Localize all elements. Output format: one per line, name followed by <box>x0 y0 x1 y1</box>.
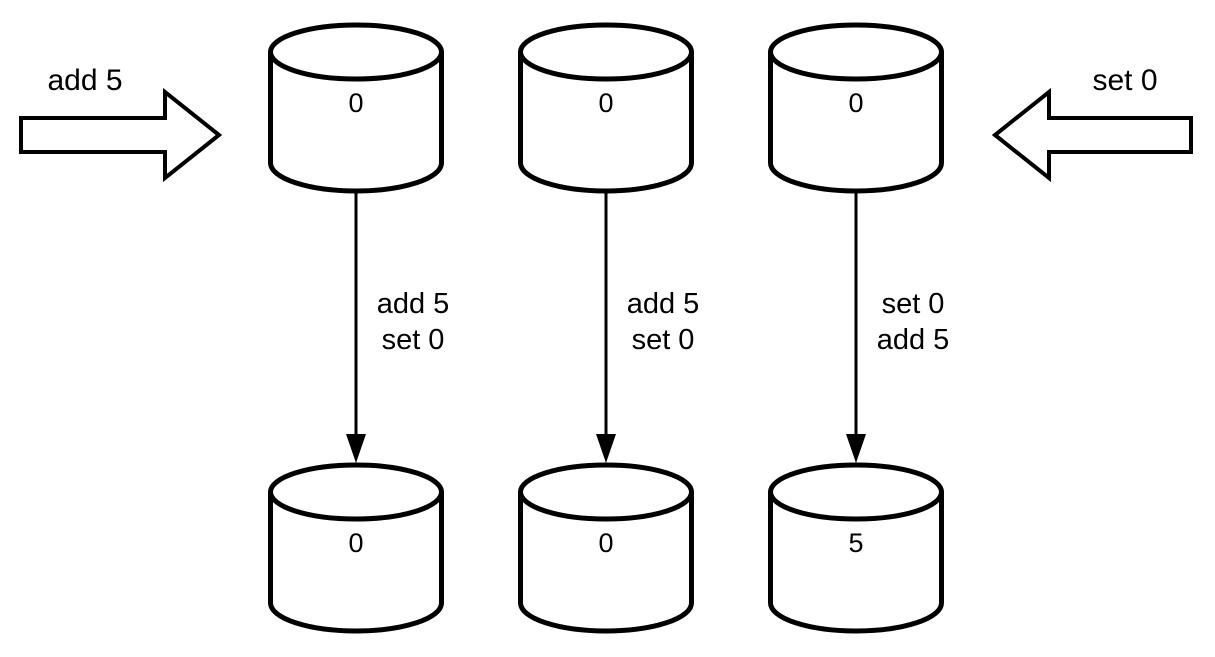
replica-2-top-cylinder: 0 <box>518 22 694 194</box>
replica-1-top-cylinder: 0 <box>268 22 444 194</box>
replica-3-group: 0 set 0 add 5 5 <box>768 22 950 634</box>
replica-3-op-1: set 0 <box>882 288 945 320</box>
cylinder-body <box>268 49 444 194</box>
cylinder-top-ellipse <box>768 462 944 522</box>
replica-3-connector <box>846 191 866 463</box>
right-operation-label: set 0 <box>1092 64 1157 97</box>
left-operation-label: add 5 <box>47 64 122 97</box>
cylinder-body <box>518 49 694 194</box>
cylinder-top-ellipse <box>518 462 694 522</box>
replica-2-op-1: add 5 <box>627 288 700 320</box>
replica-1-bottom-cylinder: 0 <box>268 462 444 634</box>
replica-1-edge-label-group: add 5 set 0 <box>377 288 450 356</box>
replica-1-top-value: 0 <box>348 88 363 118</box>
left-block-arrow-icon <box>19 87 223 183</box>
replica-2-top-value: 0 <box>598 88 613 118</box>
replica-1-op-1: add 5 <box>377 288 450 320</box>
replica-3-arrowhead-icon <box>846 434 866 463</box>
replica-2-op-2: set 0 <box>632 324 695 356</box>
replica-3-bottom-value: 5 <box>848 528 863 558</box>
replica-3-bottom-cylinder: 5 <box>768 462 944 634</box>
replica-3-top-value: 0 <box>848 88 863 118</box>
replica-2-connector <box>596 191 616 463</box>
cylinder-body <box>768 489 944 634</box>
replica-1-connector <box>346 191 366 463</box>
right-input-arrow-group: set 0 <box>991 64 1193 183</box>
left-input-arrow-group: add 5 <box>19 64 223 183</box>
cylinder-top-ellipse <box>518 22 694 82</box>
cylinder-body <box>768 49 944 194</box>
replica-3-op-2: add 5 <box>877 324 950 356</box>
replica-1-op-2: set 0 <box>382 324 445 356</box>
replica-1-group: 0 add 5 set 0 0 <box>268 22 450 634</box>
replica-3-edge-label-group: set 0 add 5 <box>877 288 950 356</box>
replica-3-top-cylinder: 0 <box>768 22 944 194</box>
replica-2-group: 0 add 5 set 0 0 <box>518 22 700 634</box>
replica-2-arrowhead-icon <box>596 434 616 463</box>
cylinder-top-ellipse <box>268 22 444 82</box>
replica-1-bottom-value: 0 <box>348 528 363 558</box>
cylinder-body <box>268 489 444 634</box>
replica-2-bottom-value: 0 <box>598 528 613 558</box>
cylinder-top-ellipse <box>768 22 944 82</box>
cylinder-top-ellipse <box>268 462 444 522</box>
right-block-arrow-icon <box>991 87 1193 183</box>
replica-1-arrowhead-icon <box>346 434 366 463</box>
cylinder-body <box>518 489 694 634</box>
replica-2-edge-label-group: add 5 set 0 <box>627 288 700 356</box>
replica-2-bottom-cylinder: 0 <box>518 462 694 634</box>
